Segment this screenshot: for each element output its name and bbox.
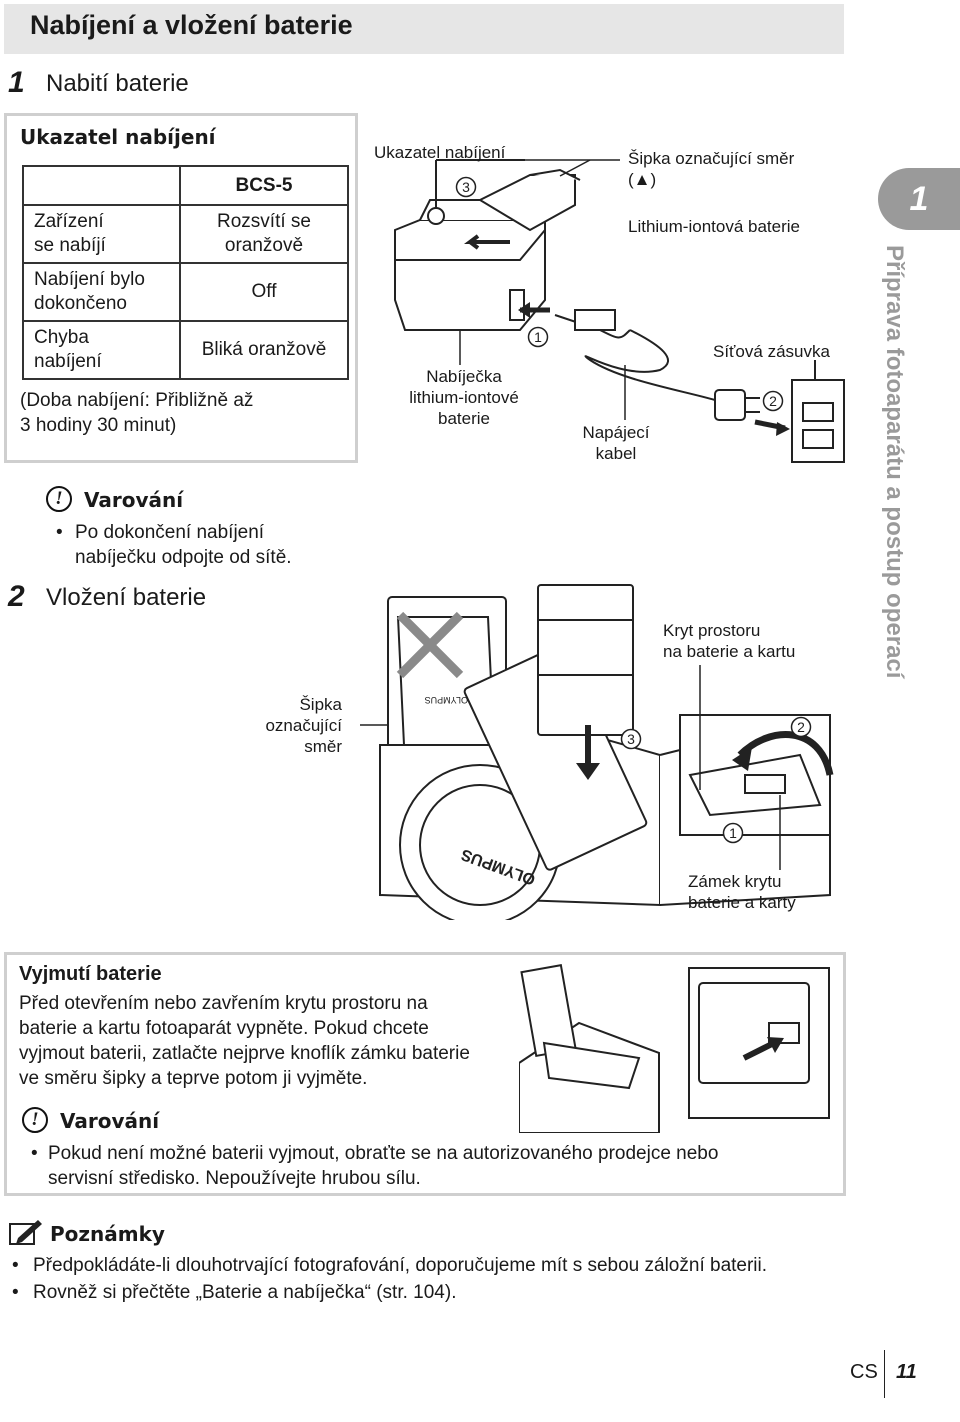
charger-shape: [394, 199, 546, 331]
svg-text:1: 1: [534, 329, 542, 345]
step-2-number: 2: [8, 580, 25, 613]
warning-item: Pokud není možné baterii vyjmout, obraťt…: [48, 1143, 719, 1189]
table-cell-value: Off: [179, 262, 349, 322]
chapter-title-vertical: Příprava fotoaparátu a postup operací: [880, 245, 940, 725]
outlet-shape: [791, 360, 845, 463]
note-item: Rovněž si přečtěte „Baterie a nabíječka“…: [33, 1282, 457, 1303]
svg-text:2: 2: [797, 719, 805, 735]
removal-box: Vyjmutí baterie Před otevřením nebo zavř…: [4, 952, 846, 1196]
plug-shape: [714, 389, 760, 421]
header-bar: [4, 4, 844, 54]
bullet-dot: •: [56, 522, 63, 543]
indicator-box: Ukazatel nabíjení BCS-5 Zařízení se nabí…: [4, 113, 358, 463]
svg-text:1: 1: [729, 825, 737, 841]
table-header-bcs5: BCS-5: [179, 165, 349, 206]
brand-inset: OLYMPUS: [425, 695, 468, 705]
table-row: Nabíjení bylo dokončeno Off: [22, 262, 349, 322]
marker-3-icon: 3: [455, 176, 477, 198]
table-cell-value: Bliká oranžově: [179, 320, 349, 380]
removal-text: Před otevřením nebo zavřením krytu prost…: [19, 993, 470, 1089]
page-title: Nabíjení a vložení baterie: [30, 10, 353, 40]
chapter-tab: 1: [878, 168, 960, 230]
svg-text:3: 3: [462, 179, 470, 195]
step-2-title: Vložení baterie: [46, 584, 207, 611]
warning-icon: !: [22, 1107, 48, 1133]
marker-3-icon: 3: [620, 728, 642, 750]
charger-illustration: [394, 159, 845, 463]
label-lock: Zámek krytu baterie a karty: [688, 872, 796, 912]
table-cell-state: Zařízení se nabíjí: [22, 204, 181, 264]
charging-time-note: (Doba nabíjení: Přibližně až 3 hodiny 30…: [20, 390, 254, 436]
warning-item: Po dokončení nabíjení nabíječku odpojte …: [75, 522, 292, 568]
camera-illustration: OLYMPUS OLYMPUS: [360, 584, 834, 920]
table-row: Chyba nabíjení Bliká oranžově: [22, 320, 349, 380]
battery-shape: [477, 168, 581, 232]
label-arrow-direction-2: Šipka označující směr: [265, 695, 342, 756]
marker-2-icon: 2: [790, 716, 812, 738]
indicator-table: BCS-5 Zařízení se nabíjí Rozsvítí se ora…: [22, 165, 349, 380]
label-indicator: Ukazatel nabíjení: [374, 143, 506, 162]
removal-title: Vyjmutí baterie: [19, 963, 162, 985]
step-1-title: Nabití baterie: [46, 70, 189, 97]
bullet-dot: •: [31, 1143, 38, 1164]
removal-illustration: [519, 964, 830, 1133]
svg-text:3: 3: [627, 731, 635, 747]
warning-icon: !: [46, 486, 72, 512]
footer-lang: CS: [850, 1361, 878, 1383]
label-cable: Napájecí kabel: [582, 423, 650, 463]
indicator-lamp: [427, 159, 525, 225]
label-charger: Nabíječka lithium-iontové baterie: [409, 367, 519, 428]
bullet-dot: •: [12, 1255, 19, 1276]
table-cell-value: Rozsvítí se oranžově: [179, 204, 349, 264]
table-cell-state: Nabíjení bylo dokončeno: [22, 262, 181, 322]
indicator-box-title: Ukazatel nabíjení: [20, 125, 216, 149]
label-outlet: Síťová zásuvka: [713, 342, 830, 361]
note-item: Předpokládáte-li dlouhotrvající fotograf…: [33, 1255, 768, 1276]
warning-title: Varování: [60, 1109, 160, 1133]
chapter-title-text: Příprava fotoaparátu a postup operací: [881, 245, 908, 679]
table-row: Zařízení se nabíjí Rozsvítí se oranžově: [22, 204, 349, 264]
table-cell-state: Chyba nabíjení: [22, 320, 181, 380]
page-number: 11: [896, 1361, 917, 1383]
marker-1-icon: 1: [527, 326, 549, 348]
svg-text:2: 2: [769, 393, 777, 409]
bullet-dot: •: [12, 1282, 19, 1303]
notes-title: Poznámky: [50, 1222, 165, 1246]
battery-shape: [537, 584, 634, 736]
footer-divider: [884, 1350, 885, 1398]
marker-2-icon: 2: [762, 390, 784, 412]
marker-1-icon: 1: [722, 822, 744, 844]
battery-cover: [679, 714, 831, 836]
cable-shape: [554, 309, 716, 401]
insert-arrow: [464, 234, 510, 250]
table-corner: [22, 165, 181, 206]
step-1-number: 1: [8, 66, 25, 99]
label-battery: Lithium-iontová baterie: [628, 217, 800, 236]
label-cover: Kryt prostoru na baterie a kartu: [663, 621, 796, 661]
warning-title: Varování: [84, 488, 184, 512]
cover-arrow: [737, 731, 834, 776]
label-arrow-direction: Šipka označující směr (▲): [628, 149, 795, 189]
pencil-note-icon: [9, 1220, 42, 1245]
